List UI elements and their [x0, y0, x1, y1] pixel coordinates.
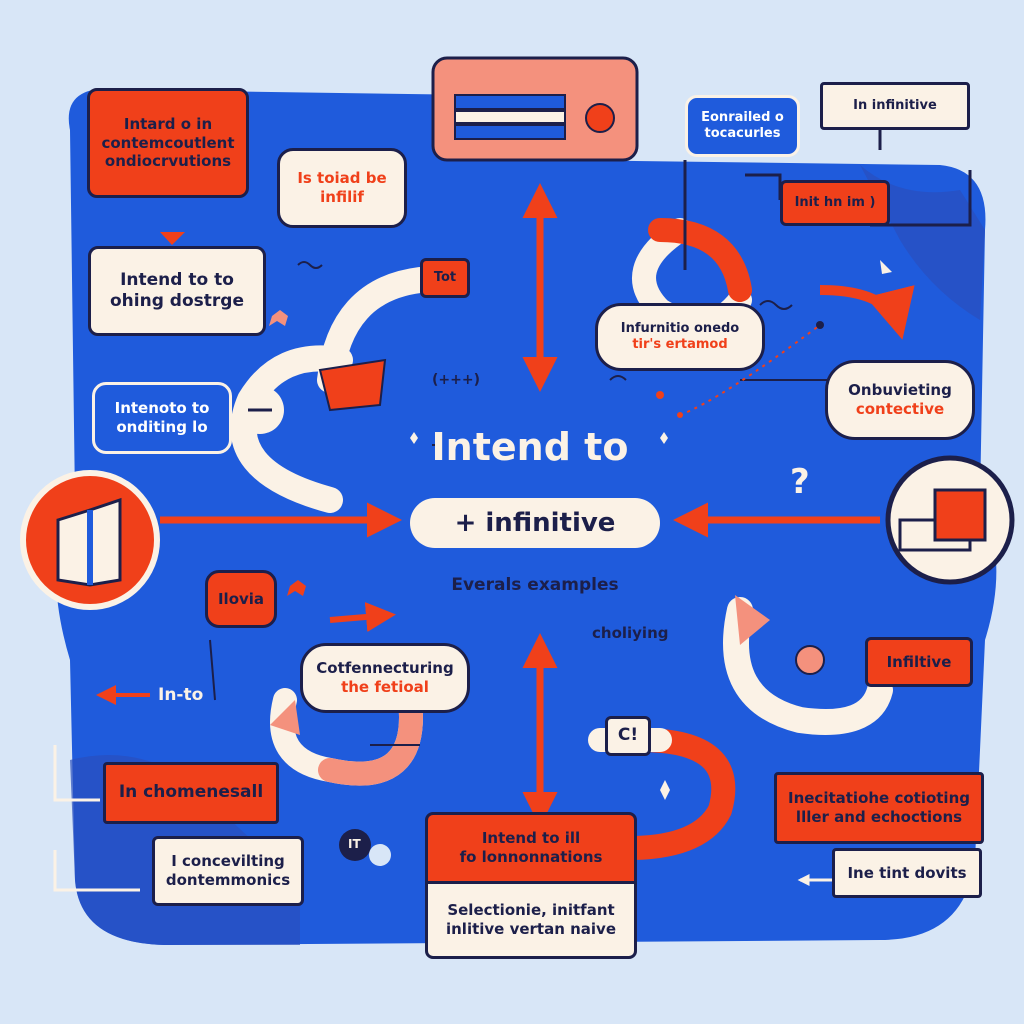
squiggle-left — [297, 261, 323, 269]
box-ilovia-label: Ilovia — [217, 589, 265, 608]
box-cotfennecturing-line2: the fetioal — [341, 678, 429, 696]
speech-bubble-it — [339, 829, 371, 861]
box-top-blue-line1: Eonrailed o — [701, 109, 784, 125]
deco-plus-text: (+++) — [432, 372, 480, 388]
book-stack-mid — [454, 110, 566, 124]
box-infiltive-label: Infiltive — [886, 652, 952, 671]
book-stack-bottom — [454, 124, 566, 140]
label-in-to: In-to — [158, 685, 204, 705]
box-init-hm: Init hn im ) — [780, 180, 890, 226]
box-intend-to-ohing-line2: ohing dostrge — [110, 291, 244, 311]
wave-top-right — [860, 165, 985, 320]
box-intend-to-ill-line1: Intend to ill — [481, 829, 581, 848]
connector-left-bottom — [53, 745, 140, 892]
box-tot-label: Tot — [433, 269, 457, 285]
curved-arrow-right-lower — [723, 597, 893, 735]
box-selectionie-line1: Selectionie, initfant — [447, 901, 615, 920]
ring-arrow-top-right-red — [648, 218, 752, 302]
box-infurmitio-line1: Infurnitio onedo — [620, 320, 740, 336]
box-cotfennecturing-line1: Cotfennecturing — [316, 659, 454, 678]
box-intenoto-line1: Intenoto to — [114, 399, 210, 418]
sparkle-icon-3 — [660, 780, 670, 800]
box-onbuvieting: Onbuvieting contective — [825, 360, 975, 440]
box-selectionie-line2: inlitive vertan naive — [445, 920, 617, 938]
box-infurmitio: Infurnitio onedo tir's ertamod — [595, 303, 765, 371]
label-choliying: choliying — [592, 624, 669, 642]
box-intend-to-ill: Intend to ill fo lonnonnations — [425, 812, 637, 884]
box-top-left-line1: Intard o in — [123, 114, 213, 133]
center-subtitle: + infinitive — [454, 508, 616, 538]
arrow-to-onbuvieting — [819, 285, 915, 340]
box-in-chomenesall-label: In chomenesall — [118, 782, 264, 803]
squiggle-top — [432, 375, 627, 446]
star-icon-lower — [287, 580, 306, 596]
box-top-right-label: In infinitive — [853, 97, 937, 113]
center-title: Intend to — [431, 425, 629, 469]
question-mark-icon: ? — [790, 462, 810, 502]
box-is-toiad: Is toiad be infilif — [277, 148, 407, 228]
box-infurmitio-line2: tir's ertamod — [632, 337, 728, 352]
center-subtitle-pill: + infinitive — [410, 498, 660, 548]
box-inecitatiohe-line1: Inecitatiohe cotioting — [788, 789, 970, 808]
box-intend-to-ill-line2: fo lonnonnations — [459, 848, 603, 866]
box-in-chomenesall: In chomenesall — [103, 762, 279, 824]
star-icon-left — [269, 310, 288, 326]
curved-arrow-lower-left-red — [318, 688, 423, 786]
box-intenoto-line2: onditing lo — [116, 418, 208, 436]
box-i-conceviting: I concevilting dontemmonics — [152, 836, 304, 906]
box-is-toiad-line1: Is toiad be — [297, 169, 387, 188]
box-i-conceviting-line2: dontemmonics — [165, 871, 291, 889]
box-selectionie: Selectionie, initfant inlitive vertan na… — [425, 881, 637, 959]
connector-top-right — [683, 130, 972, 270]
pin-icon-right — [880, 260, 892, 274]
curved-arrow-upper-left — [317, 267, 433, 393]
center-caption: Everals examples — [451, 575, 619, 595]
box-top-blue-line2: tocacurles — [704, 126, 781, 141]
box-inecitatiohe-line2: lller and echoctions — [795, 808, 963, 826]
sparkle-icon-2 — [660, 432, 668, 444]
dot-connector-2 — [816, 321, 824, 329]
box-top-left: Intard o in contemcoutlent ondiocrvution… — [87, 88, 249, 198]
box-top-blue: Eonrailed o tocacurles — [685, 95, 800, 157]
box-i-conceviting-line1: I concevilting — [171, 852, 285, 871]
box-intend-to-ohing-line1: Intend to to — [120, 269, 234, 290]
book-stack-top — [454, 94, 566, 110]
box-cotfennecturing: Cotfennecturing the fetioal — [300, 643, 470, 713]
box-top-left-line3: ondiocrvutions — [104, 152, 232, 171]
box-c-mark: C! — [605, 716, 651, 756]
book-icon-right-upper — [933, 488, 987, 542]
box-top-right: In infinitive — [820, 82, 970, 130]
label-it-bubble: IT — [348, 837, 361, 851]
arrow-lower-left — [329, 602, 396, 632]
chat-bubble-small — [369, 844, 391, 866]
box-inecitatiohe: Inecitatiohe cotioting lller and echocti… — [774, 772, 984, 844]
box-ine-tint: Ine tint dovits — [832, 848, 982, 898]
location-pin-icon — [795, 645, 825, 675]
box-onbuvieting-line2: contective — [855, 400, 945, 418]
dot-connector-1 — [656, 391, 664, 399]
red-book-icon — [318, 358, 387, 412]
triangle-icon-right — [735, 595, 770, 645]
box-infiltive: Infiltive — [865, 637, 973, 687]
arrow-head-top-left — [160, 232, 185, 245]
box-tot: Tot — [420, 258, 470, 298]
box-top-left-line2: contemcoutlent — [101, 133, 235, 152]
box-onbuvieting-line1: Onbuvieting — [848, 381, 952, 400]
box-ine-tint-label: Ine tint dovits — [847, 863, 967, 882]
box-ilovia: Ilovia — [205, 570, 277, 628]
box-init-hm-label: Init hn im ) — [794, 194, 876, 210]
curved-arrow-bottom-center — [608, 728, 736, 861]
pie-icon-top — [585, 103, 615, 133]
sparkle-icon-1 — [410, 432, 418, 444]
box-intend-to-ohing: Intend to to ohing dostrge — [88, 246, 266, 336]
box-c-mark-label: C! — [617, 725, 639, 746]
box-is-toiad-line2: infilif — [320, 188, 364, 206]
box-intenoto: Intenoto to onditing lo — [92, 382, 232, 454]
squiggle-right — [759, 300, 793, 310]
triangle-icon-left — [270, 700, 300, 735]
